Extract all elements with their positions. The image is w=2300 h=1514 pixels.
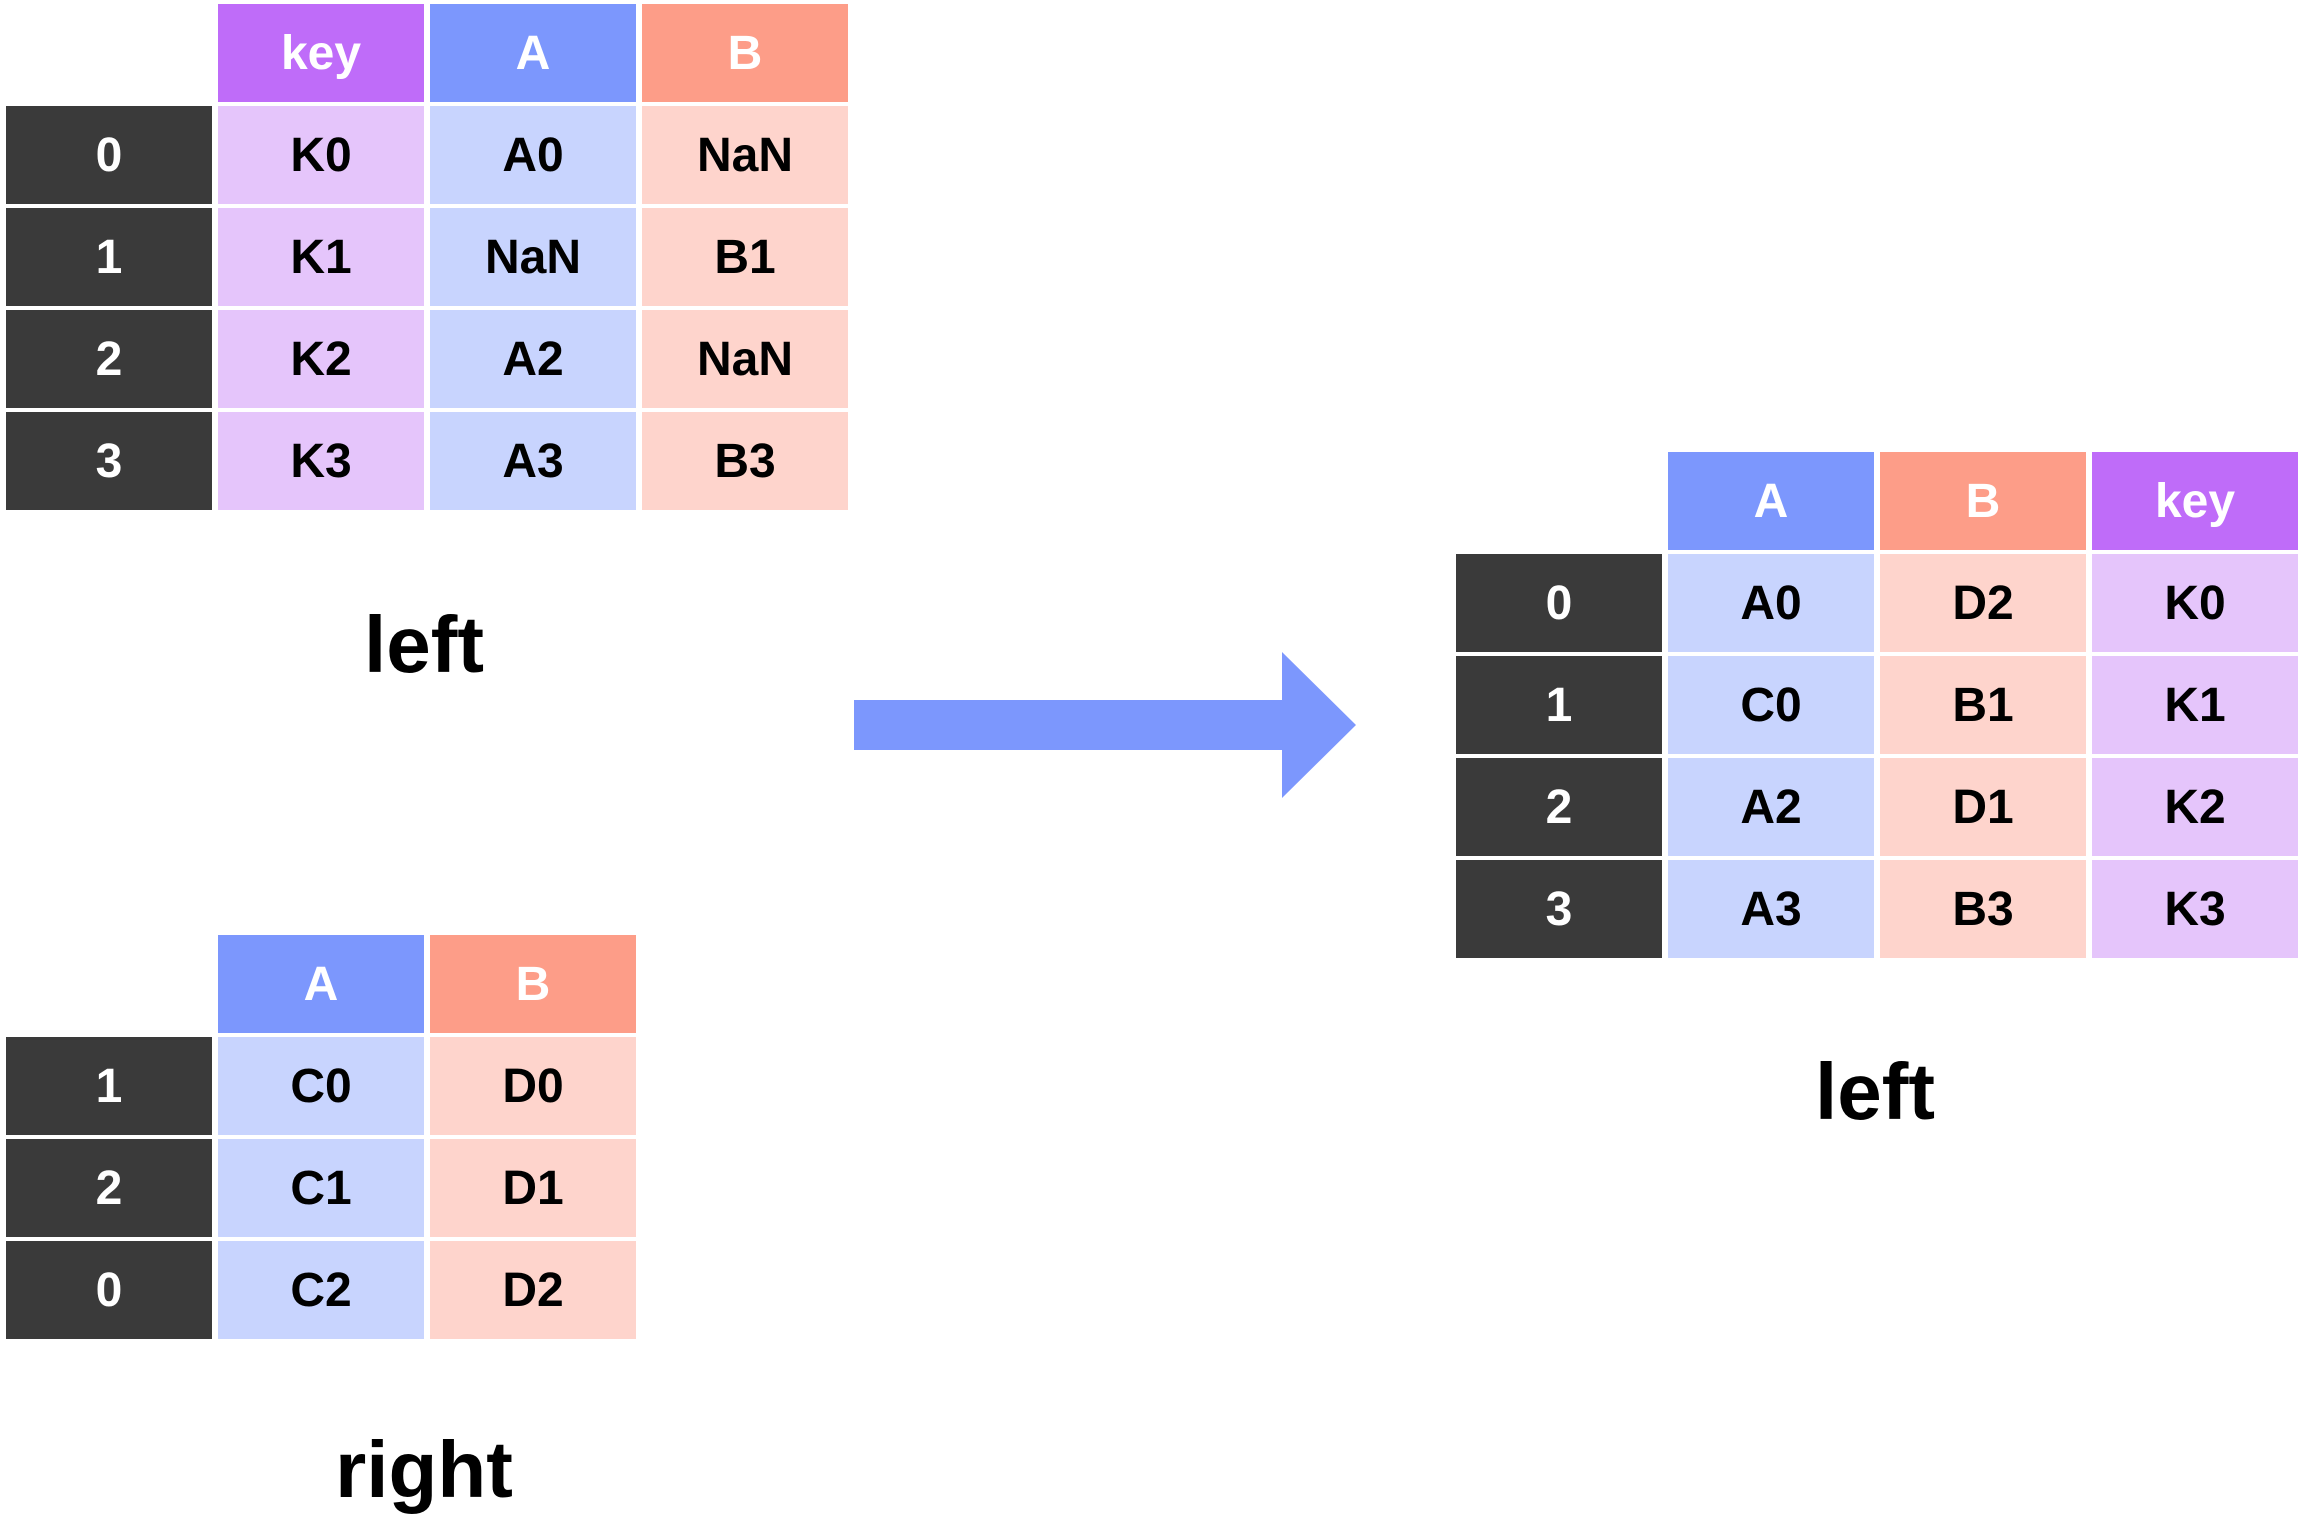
result-cell-b: D2 — [1880, 554, 2086, 652]
left-cell-a: A3 — [430, 412, 636, 510]
result-cell-a: A3 — [1668, 860, 1874, 958]
result-cell-a: A2 — [1668, 758, 1874, 856]
right-cell-b: D2 — [430, 1241, 636, 1339]
left-cell-b: NaN — [642, 310, 848, 408]
left-cell-key: K2 — [218, 310, 424, 408]
left-cell-b: B3 — [642, 412, 848, 510]
result-cell-key: K1 — [2092, 656, 2298, 754]
result-cell-key: K3 — [2092, 860, 2298, 958]
left-cell-a: NaN — [430, 208, 636, 306]
right-header-b: B — [430, 935, 636, 1033]
left-row-index: 1 — [6, 208, 212, 306]
left-header-b: B — [642, 4, 848, 102]
right-cell-a: C1 — [218, 1139, 424, 1237]
result-cell-b: B1 — [1880, 656, 2086, 754]
result-cell-b: B3 — [1880, 860, 2086, 958]
right-table-caption: right — [335, 1425, 513, 1514]
merge-arrow-icon — [854, 652, 1356, 798]
result-header-a: A — [1668, 452, 1874, 550]
result-header-b: B — [1880, 452, 2086, 550]
left-cell-a: A2 — [430, 310, 636, 408]
result-header-key: key — [2092, 452, 2298, 550]
result-cell-a: A0 — [1668, 554, 1874, 652]
result-cell-key: K0 — [2092, 554, 2298, 652]
right-header-a: A — [218, 935, 424, 1033]
left-header-a: A — [430, 4, 636, 102]
left-cell-key: K1 — [218, 208, 424, 306]
result-cell-b: D1 — [1880, 758, 2086, 856]
right-cell-b: D0 — [430, 1037, 636, 1135]
result-row-index: 3 — [1456, 860, 1662, 958]
left-row-index: 2 — [6, 310, 212, 408]
left-row-index: 0 — [6, 106, 212, 204]
left-cell-key: K3 — [218, 412, 424, 510]
left-cell-b: B1 — [642, 208, 848, 306]
right-cell-a: C2 — [218, 1241, 424, 1339]
right-row-index: 2 — [6, 1139, 212, 1237]
right-row-index: 0 — [6, 1241, 212, 1339]
result-row-index: 1 — [1456, 656, 1662, 754]
result-row-index: 2 — [1456, 758, 1662, 856]
result-cell-key: K2 — [2092, 758, 2298, 856]
left-cell-key: K0 — [218, 106, 424, 204]
result-cell-a: C0 — [1668, 656, 1874, 754]
right-cell-b: D1 — [430, 1139, 636, 1237]
left-cell-b: NaN — [642, 106, 848, 204]
left-cell-a: A0 — [430, 106, 636, 204]
result-row-index: 0 — [1456, 554, 1662, 652]
left-row-index: 3 — [6, 412, 212, 510]
right-cell-a: C0 — [218, 1037, 424, 1135]
left-table-caption: left — [364, 600, 484, 689]
left-header-key: key — [218, 4, 424, 102]
result-table-caption: left — [1815, 1047, 1935, 1136]
right-row-index: 1 — [6, 1037, 212, 1135]
